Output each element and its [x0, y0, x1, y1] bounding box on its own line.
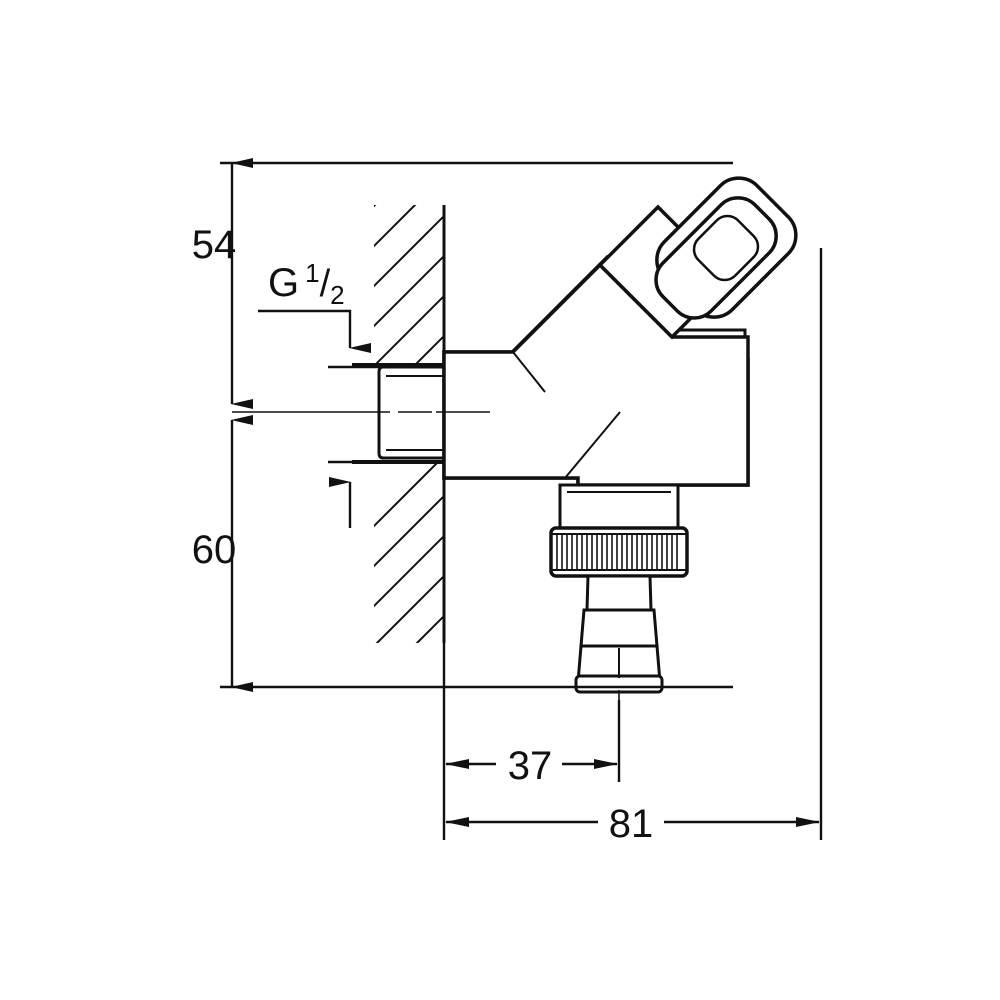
leader-line-thread-upper [258, 309, 371, 353]
wall-hatch-upper [374, 205, 444, 365]
dimension-label-60: 60 [192, 528, 237, 572]
dimension-60: 60 [192, 415, 733, 692]
dimension-label-54: 54 [192, 223, 237, 267]
threaded-nipple [352, 363, 446, 464]
dimension-label-81: 81 [609, 802, 654, 846]
knurl-ridges [556, 534, 678, 570]
valve-handle-assembly[interactable] [636, 167, 806, 337]
wall-hatch-lower [374, 463, 444, 643]
dimension-81: 81 [445, 248, 823, 846]
hose-connector [549, 483, 689, 694]
thread-label-denominator: 2 [330, 280, 344, 310]
dimension-54: 54 [192, 158, 733, 409]
valve-body-final [442, 262, 750, 487]
thread-label-prefix: G [268, 261, 299, 305]
handle-inner-cap[interactable] [688, 210, 764, 286]
thread-label-separator: / [320, 263, 331, 305]
dimension-label-37: 37 [508, 744, 553, 788]
dimension-37: 37 [442, 643, 621, 840]
thread-label-numerator: 1 [305, 258, 319, 288]
